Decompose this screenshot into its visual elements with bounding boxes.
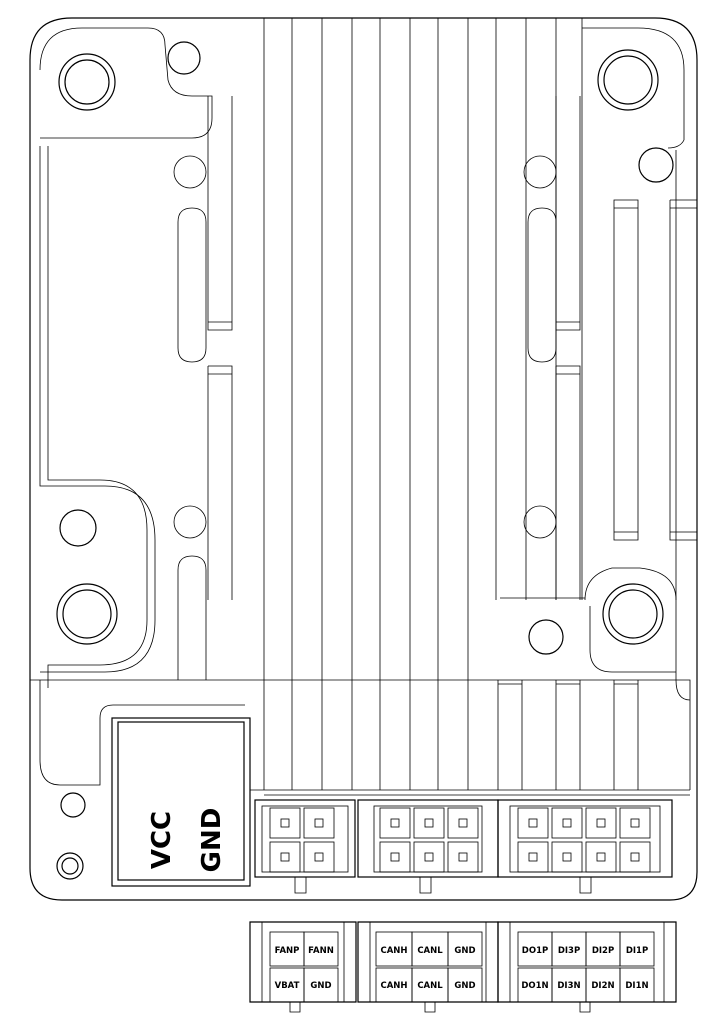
pin-label: CANL	[417, 946, 443, 956]
pin-label: DI3P	[558, 946, 580, 956]
pin-label: DI2N	[591, 981, 614, 991]
small-hole-right	[638, 147, 674, 183]
mounting-slots	[177, 96, 697, 680]
mounted-connector-2	[357, 799, 499, 894]
gnd-label: GND	[197, 808, 227, 873]
pin-label: GND	[454, 981, 475, 991]
pin-label: VBAT	[275, 981, 300, 991]
power-terminal-block: VCC GND	[111, 717, 251, 887]
pin-label: GND	[310, 981, 331, 991]
pin-gnd	[303, 967, 339, 1003]
pin-label: CANH	[380, 946, 407, 956]
small-hole-top	[167, 41, 201, 75]
housing-outline	[29, 17, 698, 901]
pin-label: CANH	[380, 981, 407, 991]
pin-label: FANP	[275, 946, 300, 956]
pin-label: DI1P	[626, 946, 648, 956]
mounted-connectors	[254, 799, 673, 894]
heat-sink-fins	[250, 18, 690, 796]
mounted-connector-1	[254, 799, 356, 894]
small-hole-left	[59, 509, 97, 547]
corner-hole-top-right	[597, 49, 659, 111]
pin-label: GND	[454, 946, 475, 956]
pinout-connector-1: FANP FANN VBAT GND	[249, 921, 357, 1013]
pin-label: CANL	[417, 981, 443, 991]
vcc-label: VCC	[147, 811, 177, 869]
pin-fann	[303, 931, 339, 967]
pin-label: DI3N	[557, 981, 580, 991]
pin-label: DO1N	[521, 981, 548, 991]
mounted-connector-3	[497, 799, 673, 894]
power-block-outer	[111, 717, 251, 887]
pin-label: FANN	[308, 946, 334, 956]
pin-label: DO1P	[522, 946, 548, 956]
pinout-legend: FANP FANN VBAT GND CANH CANL GND CANH CA…	[249, 921, 677, 1013]
mounting-holes	[56, 41, 674, 880]
pin-label: DI1N	[625, 981, 648, 991]
small-hole-bottom	[528, 619, 564, 655]
corner-hole-bottom-left	[56, 583, 118, 645]
corner-hole-bottom-right	[602, 583, 664, 645]
ground-hole	[56, 852, 84, 880]
pinout-connector-3: DO1P DI3P DI2P DI1P DO1N DI3N DI2N DI1N	[497, 921, 677, 1013]
pinout-connector-2: CANH CANL GND CANH CANL GND	[357, 921, 499, 1013]
pin-label: DI2P	[592, 946, 614, 956]
corner-hole-top-left	[58, 53, 116, 111]
